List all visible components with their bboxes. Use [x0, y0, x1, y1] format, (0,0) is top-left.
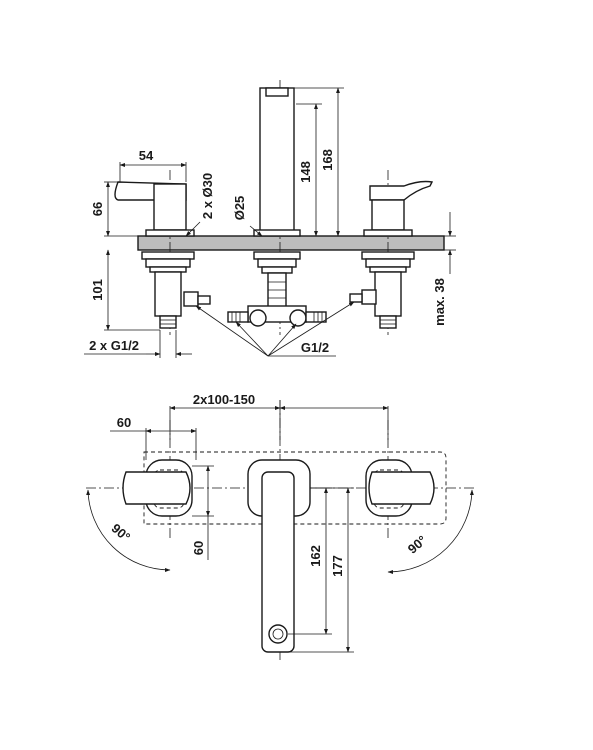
dim-101-label: 101	[90, 279, 105, 301]
dim-90l-label: 90°	[109, 520, 134, 544]
mounting-deck	[137, 235, 445, 251]
left-valve-elevation	[114, 181, 211, 329]
dim-148-label: 148	[298, 161, 313, 183]
dim-66-label: 66	[90, 202, 105, 216]
dim-2x30-label: 2 x Ø30	[200, 173, 215, 219]
dim-90r-label: 90°	[405, 532, 430, 556]
dim-25-label: Ø25	[232, 196, 247, 221]
dim-2xg12-label: 2 x G1/2	[89, 338, 139, 353]
dim-60h-label: 60	[117, 415, 131, 430]
right-handle-plan	[365, 459, 435, 517]
left-handle-plan	[122, 459, 193, 517]
spout-elevation	[227, 87, 327, 327]
dim-60v-label: 60	[191, 541, 206, 555]
dim-2x100-label: 2x100-150	[193, 392, 255, 407]
dim-54-label: 54	[139, 148, 154, 163]
dim-max38-label: max. 38	[432, 278, 447, 326]
aerator-icon	[268, 624, 288, 644]
spout-plan	[247, 459, 311, 653]
dim-168-label: 168	[320, 149, 335, 171]
plan-view: 2x100-150 60 60 162 177 90° 90°	[86, 392, 476, 660]
dim-g12-label: G1/2	[301, 340, 329, 355]
elevation-view: 54 66 101 2 x Ø30 Ø25 148 168 max. 38	[84, 80, 456, 358]
right-valve-elevation	[349, 180, 434, 329]
dim-162-label: 162	[308, 545, 323, 567]
dim-177-label: 177	[330, 555, 345, 577]
